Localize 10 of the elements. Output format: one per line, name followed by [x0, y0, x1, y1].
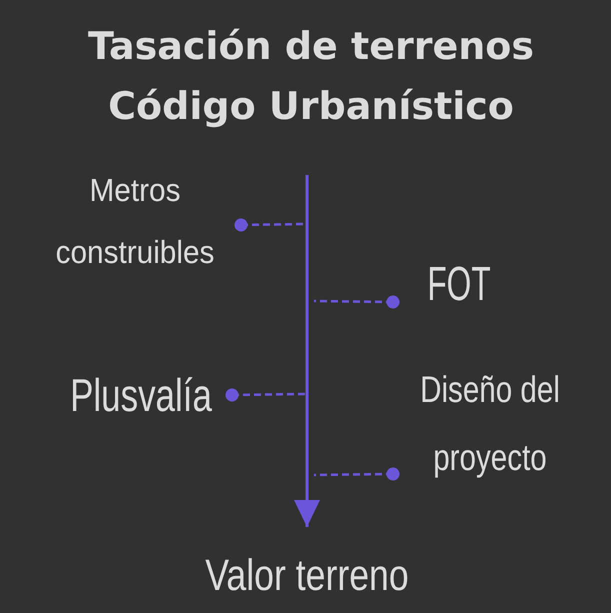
leader-line — [226, 388, 306, 402]
factor-label: Diseño del proyecto — [416, 356, 564, 492]
leader-line — [314, 296, 400, 308]
arrow — [294, 175, 320, 527]
factor-label: Plusvalía — [70, 368, 212, 422]
diagram-title: Tasación de terrenos Código Urbanístico — [86, 23, 536, 130]
factor-label: FOT — [427, 257, 491, 313]
result-label: Valor terreno — [205, 551, 409, 601]
factor-label: Metros construibles — [51, 159, 219, 283]
leader-line — [314, 468, 400, 480]
